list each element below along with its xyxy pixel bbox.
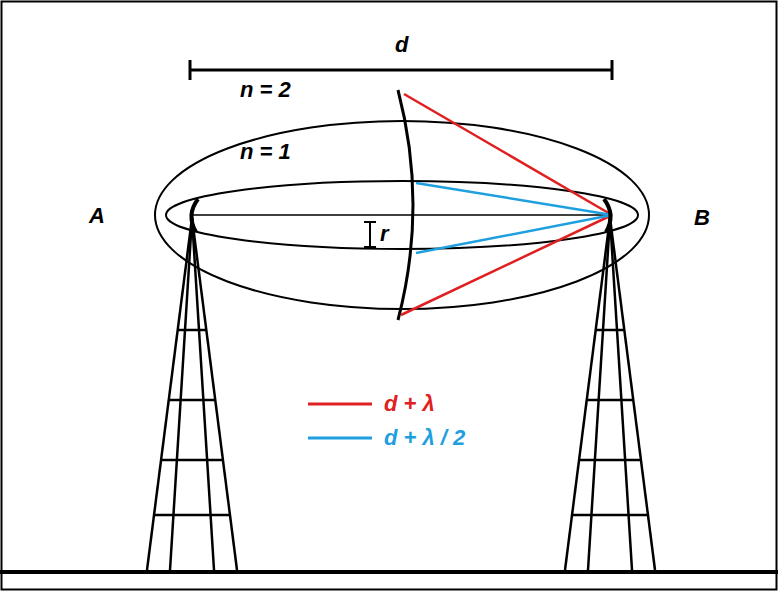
zone-ellipse-inner: [166, 181, 638, 249]
cross-section-arc: [398, 90, 413, 320]
tower-strut: [587, 399, 634, 402]
diagram-label: n = 2: [240, 79, 291, 101]
diagram-label: d: [395, 34, 408, 56]
legend-text: d + λ / 2: [384, 427, 465, 449]
tower-strut: [147, 218, 192, 570]
zone-ellipse-outer: [155, 121, 649, 309]
diagram-label: n = 1: [240, 141, 291, 163]
tower-strut: [565, 218, 610, 570]
tower-strut: [610, 218, 655, 570]
diagram-label: B: [694, 207, 710, 229]
path-half-lambda: [416, 183, 612, 253]
diagram-label: A: [89, 205, 105, 227]
legend-line-blue: [308, 437, 372, 440]
tower-strut: [610, 218, 632, 570]
diagram-label: r: [380, 223, 389, 245]
tower-strut: [588, 218, 610, 570]
tower-strut: [170, 218, 192, 570]
tower-strut: [192, 218, 214, 570]
ground-line: [0, 570, 778, 574]
tower-strut: [161, 459, 223, 462]
tower-strut: [169, 399, 216, 402]
legend-text: d + λ: [384, 393, 435, 415]
line-of-sight: [190, 214, 612, 216]
tower-strut: [154, 514, 230, 517]
legend-line-red: [308, 403, 372, 406]
tower-strut: [192, 218, 237, 570]
tower-strut: [178, 329, 207, 332]
radius-marker: [364, 222, 376, 247]
tower: [147, 218, 655, 570]
tower-strut: [596, 329, 625, 332]
path-lambda: [401, 94, 612, 315]
distance-bracket: [190, 60, 612, 80]
tower-strut: [579, 459, 641, 462]
tower-strut: [572, 514, 648, 517]
antenna-dish: [191, 199, 610, 232]
